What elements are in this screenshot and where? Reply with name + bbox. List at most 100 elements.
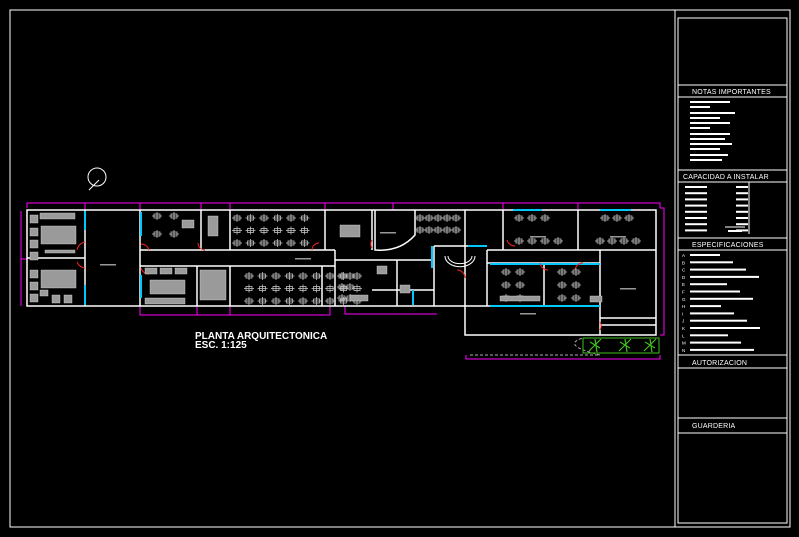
capacity-item-label [685, 223, 707, 226]
spec-marker: D [682, 275, 686, 280]
glazing [84, 209, 631, 307]
spec-marker: J [682, 319, 684, 324]
fine-print-line [690, 106, 710, 108]
spec-description-line [690, 290, 740, 293]
furniture-block [339, 224, 361, 238]
spec-marker: H [682, 304, 685, 309]
furniture-block [144, 267, 158, 275]
fine-print-line [690, 154, 728, 156]
spec-description-line [690, 341, 741, 344]
room-label [520, 313, 536, 315]
room-label [295, 258, 311, 260]
spec-marker: N [682, 348, 685, 353]
capacity-item-value [736, 223, 748, 226]
furniture-block [144, 297, 186, 305]
spec-description-line [690, 297, 753, 300]
spec-description-line [690, 312, 734, 315]
capacity-item-label [685, 198, 707, 201]
fine-print-line [690, 148, 720, 150]
furniture-block [29, 293, 39, 303]
spec-marker: F [682, 290, 685, 295]
furniture-block [149, 279, 186, 295]
fine-print-line [690, 138, 725, 140]
plan-title: PLANTA ARQUITECTONICA [195, 331, 327, 342]
sheet-border [9, 9, 791, 528]
spec-description-line [690, 254, 720, 256]
capacity-item-label [685, 192, 707, 195]
fine-print-line [690, 117, 720, 119]
spec-description-line [690, 275, 759, 278]
capacity-item-label [685, 217, 707, 219]
capacity-item-label [685, 204, 707, 207]
furniture-block [29, 214, 39, 224]
spec-marker: L [682, 333, 685, 338]
spec-marker: B [682, 260, 685, 265]
spec-marker: M [682, 341, 686, 346]
furniture-block [589, 295, 603, 303]
spec-description-line [690, 348, 754, 351]
spec-description-line [690, 334, 728, 337]
capacity-item-label [685, 210, 707, 213]
room-label [530, 236, 546, 238]
spec-description-line [690, 305, 721, 308]
fine-print-line [690, 122, 730, 124]
capacity-item-value [736, 204, 748, 207]
capacity-item-value [736, 198, 748, 201]
furniture-block [40, 269, 77, 289]
spec-marker: K [682, 326, 685, 331]
title-block [678, 84, 787, 434]
room-label [100, 264, 116, 266]
authorization-header: AUTORIZACION [692, 360, 747, 367]
spec-description-line [690, 283, 727, 286]
spec-marker: C [682, 268, 686, 273]
furniture-block [349, 294, 369, 302]
spec-marker: I [682, 311, 683, 316]
capacity-item-value [736, 210, 748, 213]
furniture [29, 212, 641, 315]
capacity-header: CAPACIDAD A INSTALAR [683, 174, 769, 181]
planter [582, 337, 660, 354]
room-label [610, 236, 626, 238]
furniture-block [29, 251, 39, 261]
furniture-block [399, 284, 411, 294]
capacity-item-label [685, 186, 707, 188]
capacity-item-value [736, 192, 748, 195]
title-block-inner [677, 17, 788, 524]
furniture-block [39, 212, 76, 220]
spec-marker: G [682, 297, 686, 302]
furniture-block [63, 294, 73, 304]
spec-description-line [690, 327, 760, 329]
capacity-item-value [736, 217, 748, 219]
plant-icon [588, 338, 602, 353]
capacity-total [728, 230, 742, 232]
furniture-block [29, 239, 39, 249]
furniture-block [159, 267, 173, 275]
plant-icon [618, 338, 632, 353]
furniture-block [29, 227, 39, 237]
plan-scale: ESC. 1:125 [195, 340, 247, 351]
furniture-block [376, 265, 388, 275]
north-arrow-icon [87, 167, 107, 191]
fine-print-line [690, 143, 732, 145]
spec-description-line [690, 261, 733, 264]
fine-print-line [690, 159, 722, 161]
plants [588, 338, 657, 353]
fine-print-line [690, 133, 730, 135]
fine-print-line [690, 112, 735, 114]
spec-marker: E [682, 282, 685, 287]
furniture-block [499, 295, 541, 302]
capacity-item-value [736, 186, 748, 188]
furniture-block [44, 249, 76, 254]
furniture-block [199, 269, 227, 301]
capacity-item-label [685, 229, 707, 232]
furniture-block [174, 267, 188, 275]
dimension-lines [20, 202, 665, 360]
spec-description-line [690, 268, 746, 271]
furniture-block [29, 281, 39, 291]
title-block-fine-print [685, 101, 760, 351]
furniture-block [40, 225, 77, 245]
project-name: GUARDERIA [692, 423, 736, 430]
furniture-block [29, 269, 39, 279]
